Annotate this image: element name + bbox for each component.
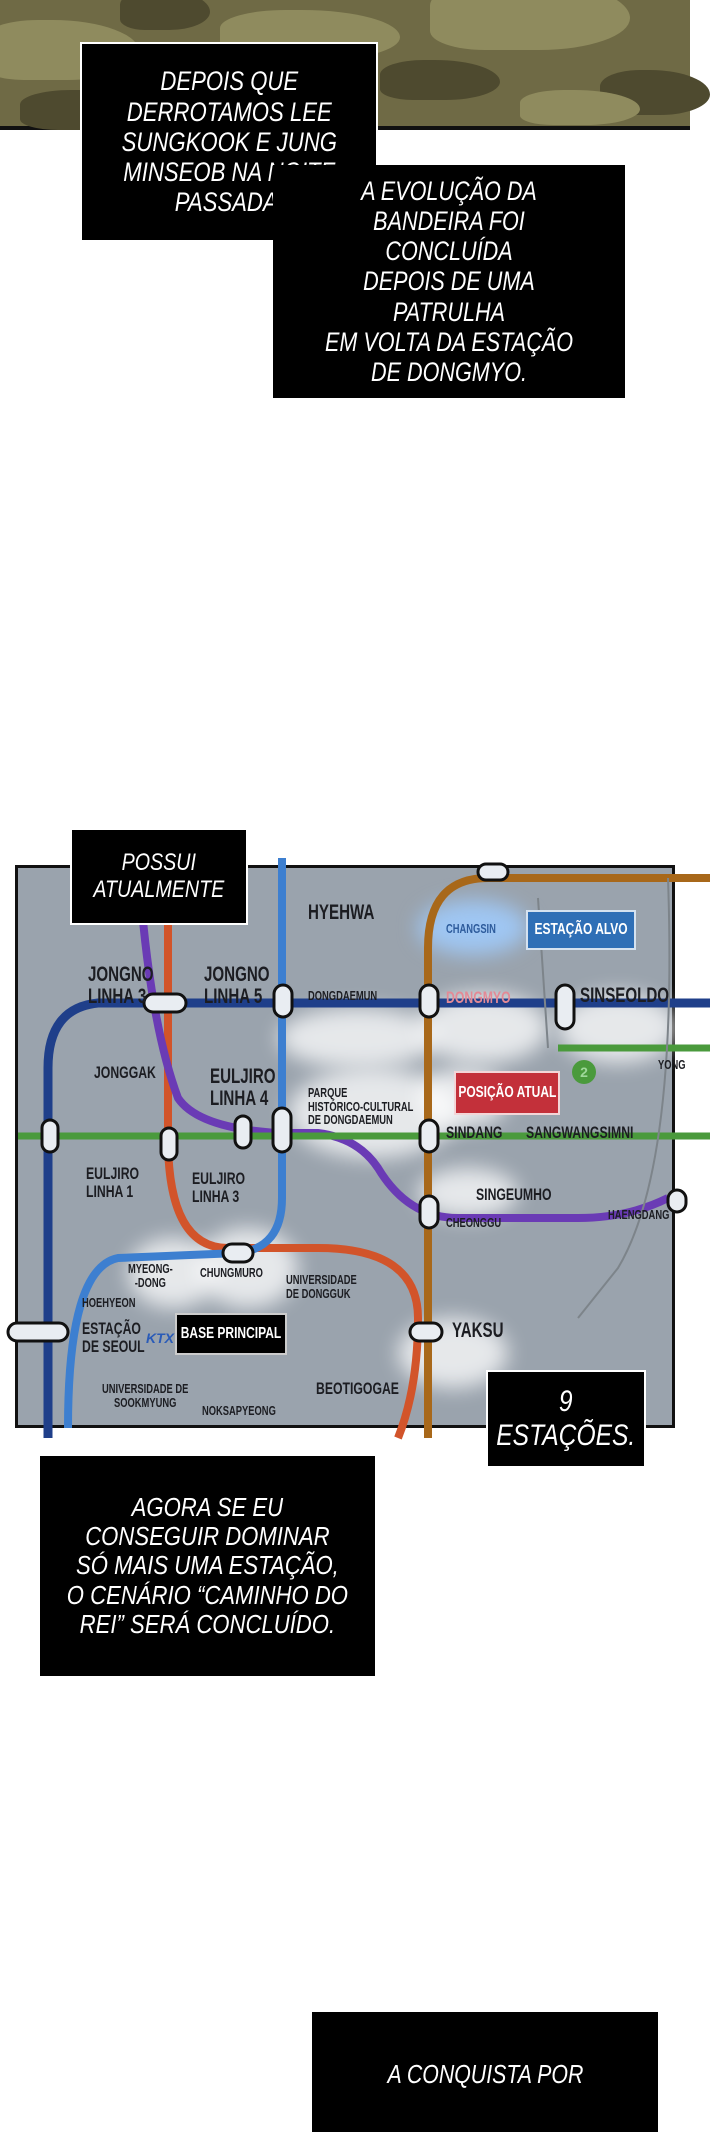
interchange-dongdaemun bbox=[272, 983, 294, 1019]
subway-map: 2 KTX HYEHWA CHANGSIN JONGNO LINHA 3 JON… bbox=[6, 857, 710, 1440]
interchange-euljiro4 bbox=[233, 1114, 253, 1150]
line-6-track bbox=[424, 874, 710, 1438]
station-changsin: CHANGSIN bbox=[446, 921, 496, 936]
interchange-sinseoldong bbox=[554, 983, 576, 1031]
station-sangwangsimni: SANGWANGSIMNI bbox=[526, 1123, 634, 1142]
interchange-marks bbox=[6, 862, 688, 1343]
station-beotigogae: BEOTIGOGAE bbox=[316, 1379, 399, 1398]
station-singeumho: SINGEUMHO bbox=[476, 1185, 552, 1204]
station-dongdaemun: DONGDAEMUN bbox=[308, 988, 378, 1003]
station-cheonggu: CHEONGGU bbox=[446, 1215, 502, 1230]
line-2-badge: 2 bbox=[572, 1060, 596, 1084]
station-yaksu: YAKSU bbox=[452, 1319, 504, 1342]
interchange-dongmyo bbox=[418, 983, 440, 1019]
interchange-seoul bbox=[6, 1321, 70, 1343]
station-euljiro4: EULJIRO LINHA 4 bbox=[210, 1065, 276, 1111]
station-ddp: PARQUE HISTÓRICO-CULTURAL DE DONGDAEMUN bbox=[308, 1085, 414, 1128]
ktx-logo: KTX bbox=[146, 1330, 174, 1346]
interchange-cheonggu bbox=[418, 1194, 440, 1230]
caption-box-kings-path: AGORA SE EU CONSEGUIR DOMINAR SÓ MAIS UM… bbox=[40, 1456, 375, 1676]
current-position-tag: POSIÇÃO ATUAL bbox=[454, 1071, 560, 1115]
station-sindang: SINDANG bbox=[446, 1123, 503, 1142]
station-jonggak: JONGGAK bbox=[94, 1063, 156, 1082]
station-hyehwa: HYEHWA bbox=[308, 901, 375, 924]
interchange-euljiro3 bbox=[159, 1126, 179, 1162]
station-euljiro1: EULJIRO LINHA 1 bbox=[86, 1164, 140, 1201]
line-2-track bbox=[18, 1044, 710, 1140]
caption-text: A EVOLUÇÃO DA BANDEIRA FOI CONCLUÍDA DEP… bbox=[324, 175, 574, 388]
target-station-tag: ESTAÇÃO ALVO bbox=[526, 910, 636, 950]
line-1-track bbox=[43, 998, 710, 1438]
station-jongno3: JONGNO LINHA 3 bbox=[88, 963, 154, 1009]
interchange-ddp bbox=[271, 1106, 293, 1154]
caption-box-conquest: A CONQUISTA POR bbox=[312, 2012, 658, 2132]
station-dongguk: UNIVERSIDADE DE DONGGUK bbox=[286, 1272, 357, 1301]
station-euljiro3: EULJIRO LINHA 3 bbox=[192, 1169, 246, 1206]
station-sookmyung: UNIVERSIDADE DE SOOKMYUNG bbox=[102, 1381, 189, 1410]
interchange-chungmuro bbox=[221, 1242, 255, 1264]
interchange-jongno3 bbox=[142, 992, 188, 1014]
line-3-track bbox=[164, 858, 423, 1440]
station-myeongdong: MYEONG- -DONG bbox=[128, 1261, 173, 1290]
interchange-top bbox=[476, 862, 510, 882]
caption-nine-stations: 9 ESTAÇÕES. bbox=[486, 1370, 646, 1468]
station-yong: YONG bbox=[658, 1057, 686, 1072]
station-haengdang: HAENGDANG bbox=[608, 1207, 670, 1222]
station-noksapyeong: NOKSAPYEONG bbox=[202, 1403, 276, 1418]
station-hoehyeon: HOEHYEON bbox=[82, 1295, 136, 1310]
station-dongmyo: DONGMYO bbox=[446, 988, 511, 1007]
caption-currently-owns: POSSUI ATUALMENTE bbox=[70, 828, 248, 925]
caption-box-flag-evolution: A EVOLUÇÃO DA BANDEIRA FOI CONCLUÍDA DEP… bbox=[273, 165, 625, 398]
subway-lines bbox=[6, 857, 710, 1440]
station-seoul: ESTAÇÃO DE SEOUL bbox=[82, 1319, 145, 1356]
station-jongno5: JONGNO LINHA 5 bbox=[204, 963, 270, 1009]
station-sinseoldong: SINSEOLDO bbox=[580, 984, 670, 1007]
interchange-euljiro1 bbox=[40, 1118, 60, 1154]
main-base-tag: BASE PRINCIPAL bbox=[175, 1313, 287, 1355]
interchange-sindang bbox=[418, 1118, 440, 1154]
station-chungmuro: CHUNGMURO bbox=[200, 1265, 263, 1280]
interchange-yaksu bbox=[408, 1321, 444, 1343]
interchange-haengdang bbox=[666, 1188, 688, 1214]
